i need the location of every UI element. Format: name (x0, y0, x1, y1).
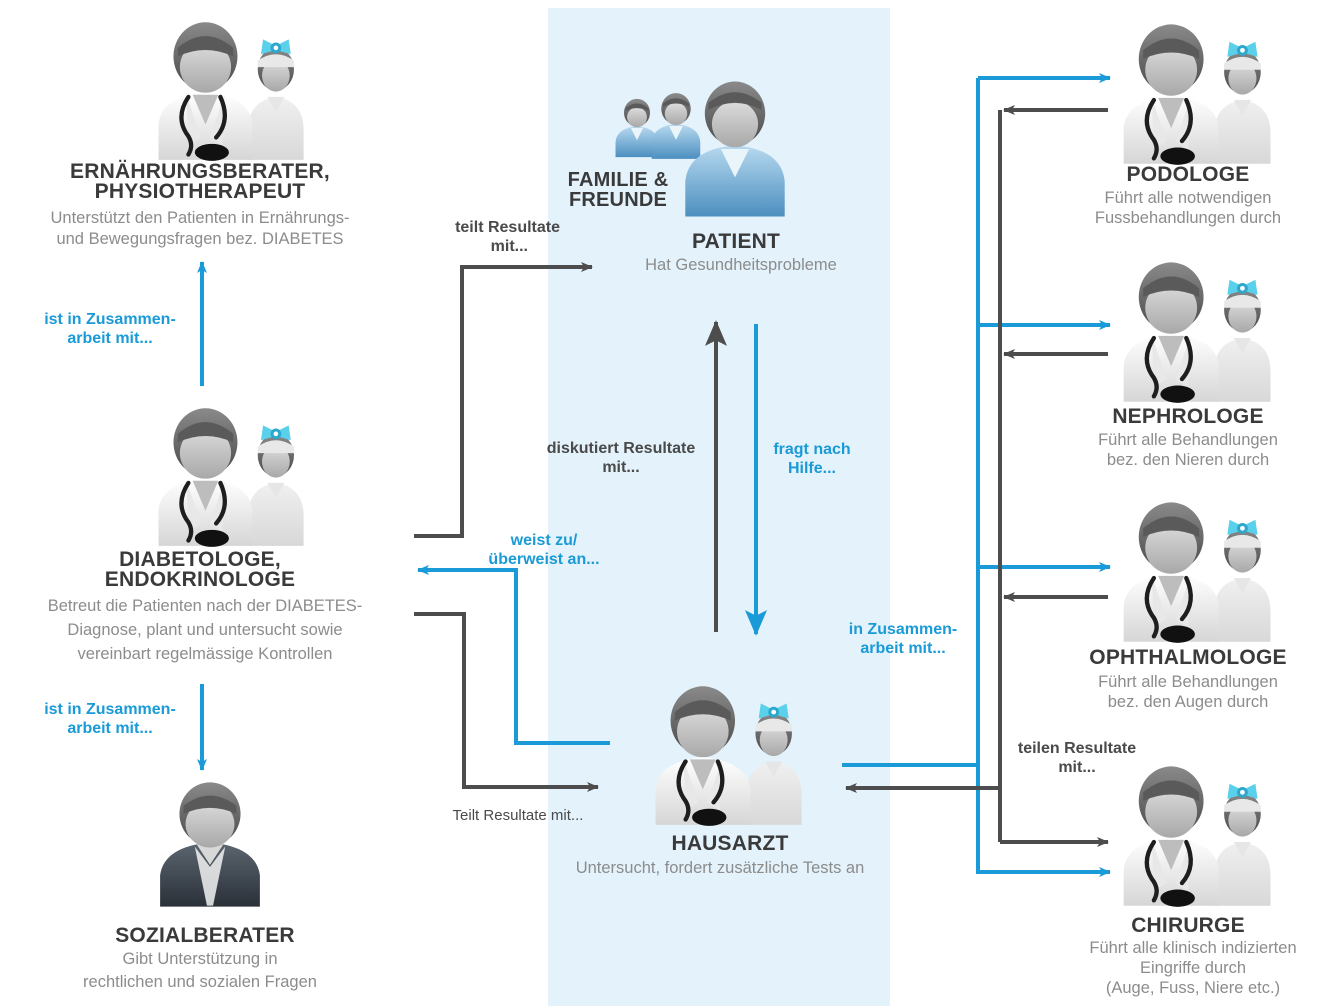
label-line: arbeit mit... (67, 720, 153, 737)
podologe-title: PODOLOGE (1126, 163, 1250, 186)
desc-line: Führt alle notwendigen (1104, 189, 1272, 207)
label-teilen-resultate: teilen Resultate mit... (1002, 739, 1152, 777)
nephrologe-title: NEPHROLOGE (1112, 405, 1264, 428)
label-zusammenarbeit-right: in Zusammen- arbeit mit... (830, 620, 976, 658)
label-weist-zu: weist zu/ überweist an... (466, 531, 622, 569)
doctor-with-nurse-icon (159, 408, 304, 547)
label-fragt-nach-hilfe: fragt nach Hilfe... (760, 440, 864, 478)
sozialberater-desc: Gibt Unterstützung in rechtlichen und so… (20, 948, 380, 994)
ernaehrung-title: ERNÄHRUNGSBERATER, PHYSIOTHERAPEUT (20, 160, 380, 203)
hausarzt-desc: Untersucht, fordert zusätzliche Tests an (575, 859, 865, 877)
patient-desc: Hat Gesundheitsprobleme (645, 256, 837, 274)
label-line: überweist an... (488, 551, 600, 568)
arrow-diabetologe-to-hausarzt (414, 612, 599, 792)
title-line: DIABETOLOGE, (119, 548, 281, 571)
label-line: ist in Zusammen- (44, 701, 176, 718)
nephrologe-desc: Führt alle Behandlungen bez. den Nieren … (1050, 430, 1326, 470)
chirurge-title: CHIRURGE (1131, 914, 1245, 937)
family-label: FAMILIE & FREUNDE (556, 170, 680, 210)
desc-line: und Bewegungsfragen bez. DIABETES (56, 230, 344, 248)
label-line: weist zu/ (510, 532, 578, 549)
doctor-with-nurse-icon (1124, 262, 1271, 402)
desc-line: Führt alle Behandlungen (1098, 431, 1278, 449)
arrows-specialists-to-hausarzt (845, 105, 1109, 847)
desc-line: bez. den Nieren durch (1106, 451, 1270, 469)
doctor-with-nurse-icon (656, 686, 802, 826)
doctor-with-nurse-icon (159, 22, 304, 161)
doctor-with-nurse-icon (1124, 766, 1271, 906)
desc-line: Fussbehandlungen durch (1094, 209, 1282, 227)
chirurge-desc: Führt alle klinisch indizierten Eingriff… (1048, 938, 1338, 998)
title-line: FAMILIE & (567, 169, 669, 191)
desc-line: Betreut die Patienten nach der DIABETES- (47, 597, 363, 615)
arrow-diabetologe-to-patient (414, 262, 593, 538)
title-line: ERNÄHRUNGSBERATER, (70, 160, 330, 183)
desc-line: Eingriffe durch (1139, 959, 1247, 977)
label-line: mit... (1058, 759, 1096, 776)
patient-title: PATIENT (691, 230, 781, 253)
desc-line: bez. den Augen durch (1107, 693, 1269, 711)
label-line: ist in Zusammen- (44, 311, 176, 328)
ophthalmologe-desc: Führt alle Behandlungen bez. den Augen d… (1050, 672, 1326, 712)
desc-line: Gibt Unterstützung in (122, 950, 278, 968)
title-line: ENDOKRINOLOGE (104, 568, 296, 591)
label-line: mit... (602, 459, 640, 476)
label-line: in Zusammen- (848, 621, 958, 638)
label-line: mit... (490, 238, 528, 255)
label-line: arbeit mit... (860, 640, 946, 657)
label-teilt-resultate-bottom: Teilt Resultate mit... (452, 807, 584, 824)
label-line: teilen Resultate (1017, 740, 1137, 757)
hausarzt-title: HAUSARZT (671, 832, 789, 855)
label-line: arbeit mit... (67, 330, 153, 347)
desc-line: Diagnose, plant und untersucht sowie (67, 621, 343, 639)
label-zusammenarbeit-down: ist in Zusammen- arbeit mit... (20, 700, 200, 738)
diabetologe-title: DIABETOLOGE, ENDOKRINOLOGE (20, 548, 380, 591)
label-line: diskutiert Resultate (546, 440, 696, 457)
podologe-desc: Führt alle notwendigen Fussbehandlungen … (1050, 188, 1326, 228)
title-line: FREUNDE (568, 189, 668, 211)
arrow-hausarzt-to-diabetologe (417, 565, 610, 745)
desc-line: Unterstützt den Patienten in Ernährungs- (50, 209, 350, 227)
title-line: PHYSIOTHERAPEUT (94, 180, 306, 203)
label-teilt-resultate-top: teilt Resultate mit... (410, 218, 560, 256)
doctor-with-nurse-icon (1124, 24, 1271, 164)
social-worker-icon (160, 782, 260, 907)
ernaehrung-desc: Unterstützt den Patienten in Ernährungs-… (0, 208, 400, 250)
label-line: teilt Resultate (455, 219, 560, 236)
desc-line: (Auge, Fuss, Niere etc.) (1105, 979, 1281, 997)
desc-line: vereinbart regelmässige Kontrollen (77, 645, 333, 663)
label-line: fragt nach (773, 441, 851, 458)
ophthalmologe-title: OPHTHALMOLOGE (1089, 646, 1287, 669)
doctor-with-nurse-icon (1124, 502, 1271, 642)
label-diskutiert: diskutiert Resultate mit... (526, 439, 716, 477)
diabetologe-desc: Betreut die Patienten nach der DIABETES-… (0, 594, 410, 666)
label-line: Hilfe... (787, 460, 836, 477)
sozialberater-title: SOZIALBERATER (115, 924, 295, 947)
label-zusammenarbeit-up: ist in Zusammen- arbeit mit... (20, 310, 200, 348)
desc-line: Führt alle Behandlungen (1098, 673, 1278, 691)
desc-line: rechtlichen und sozialen Fragen (83, 973, 317, 991)
desc-line: Führt alle klinisch indizierten (1089, 939, 1297, 957)
